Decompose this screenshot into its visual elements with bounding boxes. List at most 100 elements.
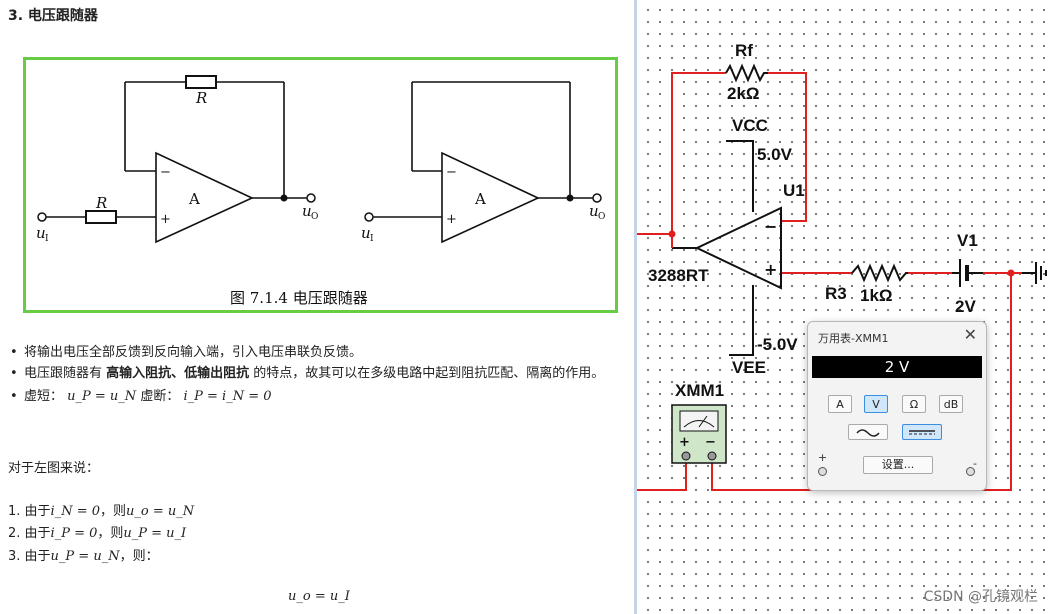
- bullet-2: 电压跟随器有 高输入阻抗、低输出阻抗 的特点，故其可以在多级电路中起到阻抗匹配、…: [8, 363, 628, 384]
- resistor-r3: [851, 263, 908, 283]
- step-1-pre: 1. 由于: [8, 504, 51, 519]
- multimeter-title: 万用表-XMM1: [818, 332, 889, 345]
- xmm-minus-label: −: [705, 435, 716, 450]
- fig-ui-sub-left: I: [45, 234, 49, 244]
- ac-wave-icon: [856, 429, 880, 437]
- opamp-left-triangle: [155, 151, 254, 244]
- wire-feedback-right: [768, 72, 807, 222]
- step-1-eq1: i_N = 0: [50, 504, 101, 519]
- step-2: 2. 由于i_P = 0，则u_P = u_I: [8, 522, 186, 541]
- fig-label-R-input: R: [95, 194, 107, 212]
- step-3-eq1: u_P = u_N: [50, 549, 120, 564]
- dmm-plus-jack[interactable]: [818, 467, 827, 476]
- bullet-1: 将输出电压全部反馈到反向输入端，引入电压串联负反馈。: [8, 342, 628, 363]
- opamp-plus-label: +: [764, 260, 777, 279]
- wire-vee: [729, 285, 754, 356]
- xmm1-symbol[interactable]: [671, 404, 727, 464]
- eq-virtual-short: u_P = u_N: [67, 389, 137, 404]
- mode-button-volt[interactable]: V: [864, 395, 888, 413]
- fig-minus-right: −: [446, 165, 457, 180]
- step-1-eq2: u_o = u_N: [126, 504, 195, 519]
- wire-vcc: [726, 140, 754, 212]
- step-3-mid: ，则：: [119, 549, 159, 564]
- xmm1-name-label: XMM1: [675, 381, 724, 400]
- opamp-u1: [694, 206, 782, 290]
- step-1: 1. 由于i_N = 0，则u_o = u_N: [8, 500, 194, 519]
- fig-uo-sub-left: O: [311, 212, 318, 222]
- opamp-model-label: 3288RT: [648, 266, 709, 285]
- dmm-minus-jack[interactable]: [966, 467, 975, 476]
- bullet-2-post: 的特点，故其可以在多级电路中起到阻抗匹配、隔离的作用。: [249, 366, 605, 381]
- wire-meter-plus: [637, 457, 687, 491]
- fig-plus-right: +: [446, 212, 457, 227]
- r3-value-label: 1kΩ: [860, 286, 893, 305]
- bullet-list: 将输出电压全部反馈到反向输入端，引入电压串联负反馈。 电压跟随器有 高输入阻抗、…: [8, 342, 628, 407]
- fig-label-A-right: A: [474, 190, 486, 208]
- fig-ui-left: u: [36, 224, 46, 242]
- step-2-eq2: u_P = u_I: [123, 526, 187, 541]
- figure-caption: 图 7.1.4 电压跟随器: [230, 289, 368, 307]
- vcc-name-label: VCC: [732, 116, 768, 135]
- schematic-canvas[interactable]: [637, 0, 1052, 614]
- dc-line-icon: [909, 430, 935, 435]
- fig-label-R-top: R: [195, 89, 207, 107]
- vee-value-label: -5.0V: [757, 335, 798, 354]
- bullet-2-bold: 高输入阻抗、低输出阻抗: [106, 366, 250, 381]
- resistor-rf: [725, 63, 768, 83]
- v1-name-label: V1: [957, 231, 978, 250]
- opamp-minus-label: −: [764, 217, 777, 236]
- eq-virtual-open: i_P = i_N = 0: [183, 389, 272, 404]
- step-2-eq1: i_P = 0: [50, 526, 98, 541]
- junction-dot-right: [1007, 269, 1015, 277]
- figure-box: R R A A − + − + u O u O u I u I 图 7.1.4 …: [23, 57, 618, 313]
- multimeter-display: 2 V: [812, 356, 982, 378]
- xmm-plus-label: +: [679, 435, 690, 450]
- wire-feedback-left: [637, 72, 726, 235]
- section-title: 3. 电压跟随器: [8, 8, 98, 24]
- bullet-1-text: 将输出电压全部反馈到反向输入端，引入电压串联负反馈。: [24, 345, 363, 360]
- step-1-mid: ，则: [100, 504, 127, 519]
- fig-ui-right: u: [361, 224, 371, 242]
- fig-label-A-left: A: [188, 190, 200, 208]
- v1-value-label: 2V: [955, 297, 976, 316]
- close-icon[interactable]: ✕: [963, 325, 977, 344]
- step-2-pre: 2. 由于: [8, 526, 51, 541]
- vcc-value-label: 5.0V: [757, 145, 793, 164]
- dmm-minus-label: -: [973, 457, 977, 470]
- result-equation: u_o = u_I: [288, 589, 350, 604]
- junction-dot-left: [668, 230, 676, 238]
- multimeter-window[interactable]: 万用表-XMM1 ✕ 2 V A V Ω dB + 设置... -: [807, 321, 987, 491]
- rf-value-label: 2kΩ: [727, 84, 760, 103]
- dmm-plus-label: +: [818, 451, 828, 464]
- opamp-right-triangle: [441, 151, 540, 244]
- step-2-mid: ，则: [97, 526, 124, 541]
- step-3-pre: 3. 由于: [8, 549, 51, 564]
- bullet-3: 虚短： u_P = u_N 虚断： i_P = i_N = 0: [8, 386, 628, 407]
- bullet-3-pre: 虚短：: [24, 389, 64, 404]
- panel-divider[interactable]: [634, 0, 637, 614]
- watermark-text: CSDN @孔镜观栏: [923, 589, 1038, 605]
- settings-button[interactable]: 设置...: [863, 456, 933, 474]
- mode-button-ampere[interactable]: A: [828, 395, 852, 413]
- dc-line-button[interactable]: [902, 424, 942, 440]
- mode-button-db[interactable]: dB: [939, 395, 963, 413]
- bullet-2-pre: 电压跟随器有: [24, 366, 107, 381]
- intro-text: 对于左图来说：: [8, 461, 100, 476]
- u1-name-label: U1: [783, 181, 805, 200]
- fig-plus-left: +: [160, 212, 171, 227]
- document-panel: 3. 电压跟随器: [0, 0, 634, 614]
- fig-ui-sub-right: I: [370, 234, 374, 244]
- voltage-follower-figure: R R A A − + − + u O u O u I u I 图 7.1.4 …: [36, 75, 605, 307]
- fig-uo-left: u: [302, 202, 312, 220]
- r3-name-label: R3: [825, 284, 847, 303]
- bullet-3-mid: 虚断：: [136, 389, 180, 404]
- fig-minus-left: −: [160, 165, 171, 180]
- fig-uo-sub-right: O: [598, 212, 605, 222]
- fig-uo-right: u: [589, 202, 599, 220]
- step-3: 3. 由于u_P = u_N，则：: [8, 545, 159, 564]
- mode-button-ohm[interactable]: Ω: [902, 395, 926, 413]
- ac-wave-button[interactable]: [848, 424, 888, 440]
- rf-name-label: Rf: [735, 41, 753, 60]
- vee-name-label: VEE: [732, 358, 766, 377]
